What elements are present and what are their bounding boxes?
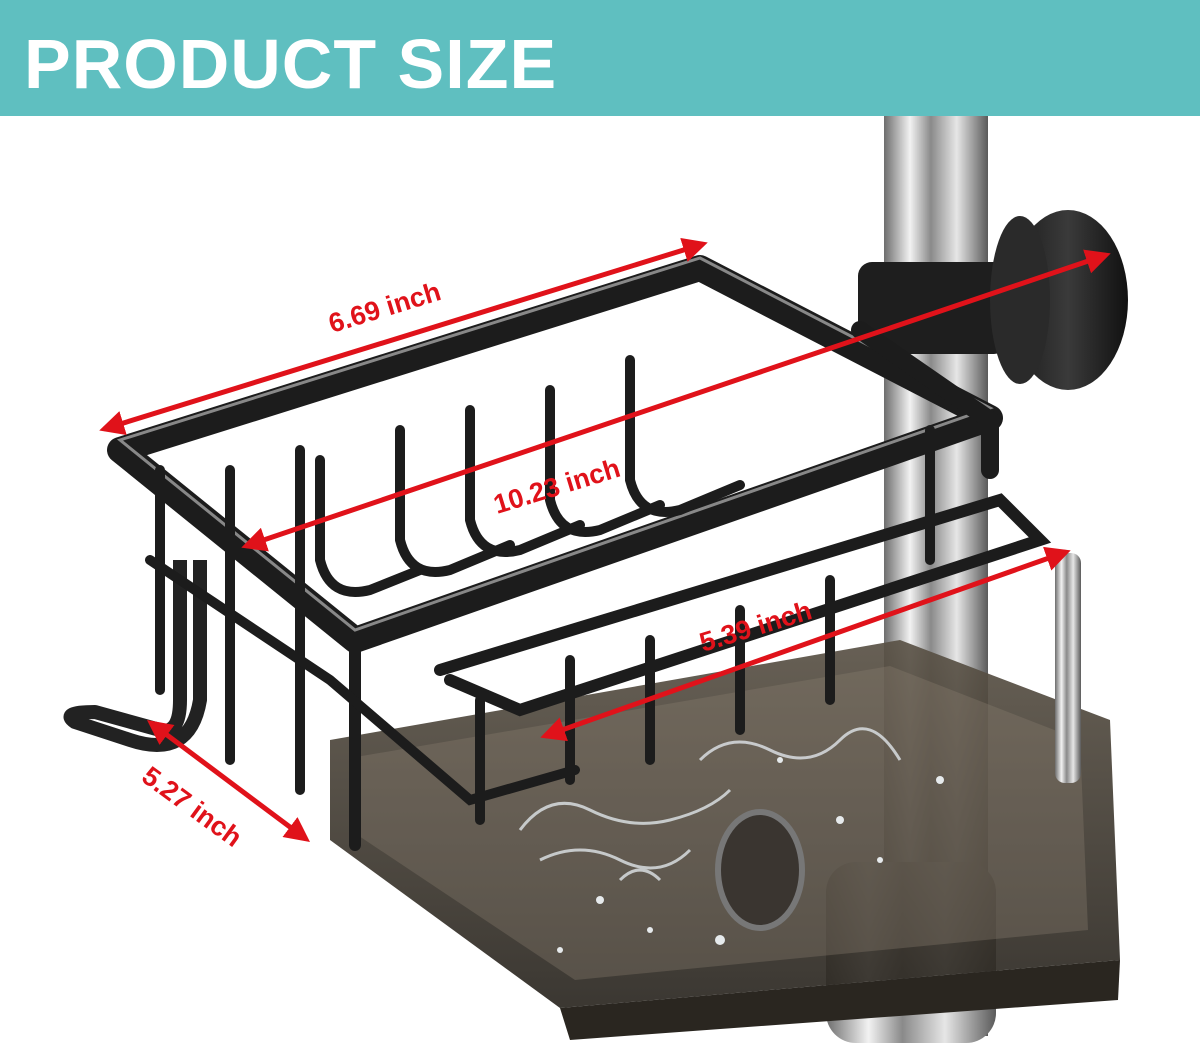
width-arrow <box>99 237 708 436</box>
depth-label: 5.27 inch <box>136 761 247 853</box>
page-title: PRODUCT SIZE <box>24 25 558 103</box>
tray-arrow <box>540 546 1071 742</box>
length-arrow <box>241 249 1111 552</box>
dimension-arrows <box>99 237 1111 842</box>
towel-hook <box>63 560 207 752</box>
header-banner: PRODUCT SIZE <box>0 0 1200 116</box>
drip-tray <box>330 640 1120 1040</box>
tray-post <box>1055 553 1081 783</box>
depth-arrow <box>146 720 311 842</box>
